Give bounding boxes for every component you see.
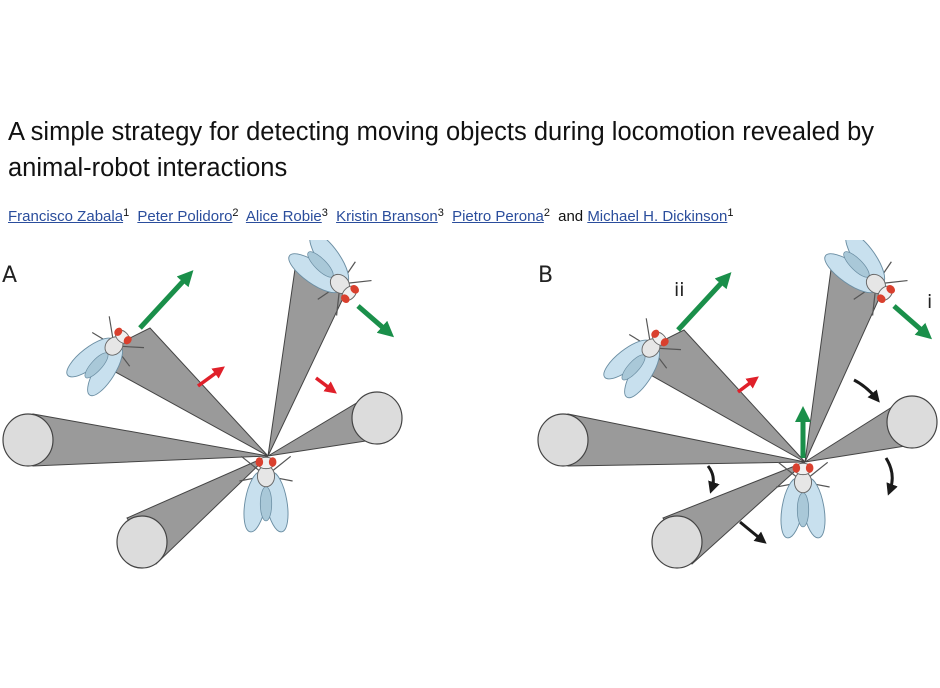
rotation-arrow xyxy=(706,465,720,494)
author-link[interactable]: Peter Polidoro xyxy=(137,208,233,225)
affiliation-mark: 1 xyxy=(727,207,734,219)
author-link[interactable]: Alice Robie xyxy=(245,208,322,225)
panel-b-label: B xyxy=(538,263,553,288)
label-ii: ii xyxy=(674,279,685,301)
author-link[interactable]: Michael H. Dickinson xyxy=(587,208,728,225)
author-link[interactable]: Pietro Perona xyxy=(452,208,544,225)
affiliation-mark: 3 xyxy=(437,207,444,219)
affiliation-mark: 2 xyxy=(232,207,239,219)
author-link[interactable]: Francisco Zabala xyxy=(8,208,124,225)
target-disc xyxy=(2,413,54,467)
panel-a-label: A xyxy=(2,263,17,288)
label-i: i xyxy=(927,291,932,313)
author-list: Francisco Zabala1 Peter Polidoro2 Alice … xyxy=(8,203,936,227)
rotation-arrow xyxy=(853,378,880,403)
motion-arrow-red xyxy=(736,376,759,394)
target-disc xyxy=(651,515,703,569)
motion-arrow-green xyxy=(676,272,732,332)
motion-arrow-red xyxy=(196,366,225,388)
rotation-arrow xyxy=(739,520,767,544)
target-disc xyxy=(886,395,938,449)
affiliation-mark: 1 xyxy=(123,207,130,219)
motion-arrow-red xyxy=(314,376,337,394)
target-disc xyxy=(537,413,589,467)
affiliation-mark: 2 xyxy=(543,207,550,219)
motion-arrow-green xyxy=(138,270,194,330)
panel-a: A xyxy=(2,240,403,569)
rotation-arrow xyxy=(884,457,898,496)
figure: A B ii i xyxy=(2,240,938,569)
motion-arrow-green xyxy=(892,304,933,340)
motion-arrow-green xyxy=(356,304,395,338)
panel-b: B ii i xyxy=(537,240,938,569)
affiliation-mark: 3 xyxy=(321,207,328,219)
author-connector: and xyxy=(558,208,584,225)
author-link[interactable]: Kristin Branson xyxy=(336,208,438,225)
paper-title: A simple strategy for detecting moving o… xyxy=(8,118,875,182)
target-disc xyxy=(351,391,403,445)
target-disc xyxy=(116,515,168,569)
